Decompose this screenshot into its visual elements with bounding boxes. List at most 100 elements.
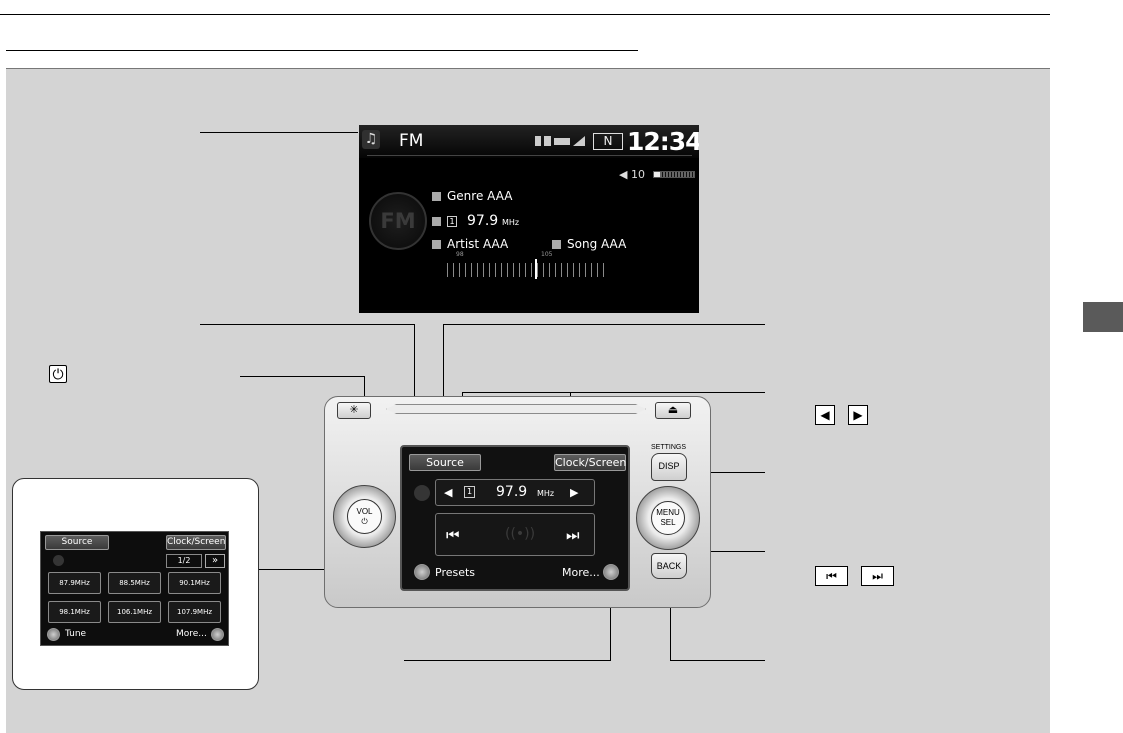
callout-line-source-v xyxy=(414,324,415,444)
inset-more-round-button[interactable] xyxy=(211,628,224,641)
callout-line-vol xyxy=(240,376,365,377)
callout-line-more-v xyxy=(610,580,611,661)
volume-value: 10 xyxy=(630,168,645,181)
menu-label: MENU xyxy=(656,508,680,517)
scale-low-label: 98 xyxy=(456,251,464,258)
back-button[interactable]: BACK xyxy=(651,553,687,579)
preset-button[interactable]: 107.9MHz xyxy=(168,601,221,623)
tune-buttons-legend: ◀ ▶ xyxy=(815,405,868,425)
scale-high-label: 105 xyxy=(541,251,553,258)
genre-row: Genre AAA xyxy=(432,189,512,203)
vol-label: VOL xyxy=(356,506,373,516)
seek-back-icon: ⏮ xyxy=(815,566,848,586)
chapter-tab xyxy=(1083,302,1123,332)
artist-row: Artist AAA xyxy=(432,237,508,251)
frequency-unit: MHz xyxy=(502,218,520,227)
callout-line-display xyxy=(200,132,358,133)
inset-source-button[interactable]: Source xyxy=(45,535,109,550)
tuner-needle xyxy=(535,259,537,279)
tuner-scale xyxy=(447,263,607,277)
status-icons xyxy=(535,136,587,146)
preset-button[interactable]: 106.1MHz xyxy=(108,601,161,623)
source-button[interactable]: Source xyxy=(409,454,481,471)
presets-label: Presets xyxy=(435,566,476,579)
genre-text: Genre AAA xyxy=(447,189,513,203)
cd-slot xyxy=(386,404,646,414)
preset-button[interactable]: 98.1MHz xyxy=(48,601,101,623)
volume-knob[interactable]: VOL ⏻ xyxy=(333,485,396,548)
sel-label: SEL xyxy=(660,518,676,527)
selector-knob[interactable]: MENU SEL xyxy=(636,486,700,550)
volume-bar-fill xyxy=(654,172,660,177)
presets-screen: Source Clock/Screen 1/2 » 87.9MHz 88.5MH… xyxy=(40,531,229,646)
right-arrow-icon: ▶ xyxy=(848,405,868,425)
preset-number: 1 xyxy=(464,486,475,498)
preset-number: 1 xyxy=(447,216,457,227)
callout-line-back-v xyxy=(670,580,671,661)
preset-button[interactable]: 88.5MHz xyxy=(108,572,161,594)
fm-logo: FM xyxy=(369,192,427,250)
page-indicator: 1/2 xyxy=(166,554,202,568)
disp-button[interactable]: DISP xyxy=(651,453,687,481)
more-round-button[interactable] xyxy=(603,564,619,580)
tune-label: Tune xyxy=(65,629,87,639)
next-page-button[interactable]: » xyxy=(205,554,225,568)
seek-buttons-legend: ⏮ ⏭ xyxy=(815,566,894,586)
tune-right-button[interactable]: ▶ xyxy=(570,486,579,499)
preset-button[interactable]: 87.9MHz xyxy=(48,572,101,594)
status-bar xyxy=(359,125,699,158)
callout-line-back xyxy=(670,660,765,661)
station-logo-icon xyxy=(414,485,430,501)
inset-station-icon xyxy=(53,555,64,566)
clock: 12:34 xyxy=(627,127,699,156)
signal-wave-icon: ((•)) xyxy=(505,526,536,542)
callout-line-source xyxy=(200,324,415,325)
power-button[interactable]: VOL ⏻ xyxy=(347,499,382,534)
seek-back-button[interactable]: ⏮ xyxy=(446,526,460,544)
status-divider xyxy=(367,155,692,156)
callout-line-disp xyxy=(669,472,765,473)
tune-left-button[interactable]: ◀ xyxy=(444,486,453,499)
eject-button[interactable]: ⏏ xyxy=(655,402,691,419)
song-text: Song AAA xyxy=(567,237,627,251)
menu-sel-button[interactable]: MENU SEL xyxy=(651,501,685,535)
touchscreen: Source Clock/Screen ◀ 1 97.9 MHz ▶ ⏮ ((•… xyxy=(400,445,630,591)
header-rule xyxy=(0,14,1050,15)
left-arrow-icon: ◀ xyxy=(815,405,835,425)
power-icon: ⏻ xyxy=(361,516,368,526)
callout-line-source-btn xyxy=(443,324,765,325)
source-title: FM xyxy=(399,131,424,151)
signal-icon xyxy=(573,136,585,146)
volume-readout: ◀ 10 xyxy=(619,168,645,181)
volume-bar xyxy=(653,171,695,178)
callout-line-source-btn-v xyxy=(443,324,444,446)
genre-icon xyxy=(432,192,441,201)
callout-line-tune xyxy=(462,392,765,393)
battery-icon xyxy=(554,138,570,145)
inset-more-label: More... xyxy=(176,629,207,639)
inset-clock-screen-button[interactable]: Clock/Screen xyxy=(166,535,226,550)
seek-forward-icon: ⏭ xyxy=(861,566,894,586)
more-label: More... xyxy=(562,566,600,579)
seek-forward-button[interactable]: ⏭ xyxy=(566,526,580,544)
music-note-icon: ♫ xyxy=(362,130,380,149)
tune-round-button[interactable] xyxy=(47,628,60,641)
song-row: Song AAA xyxy=(552,237,626,251)
clock-screen-button[interactable]: Clock/Screen xyxy=(554,454,627,471)
artist-text: Artist AAA xyxy=(447,237,509,251)
song-icon xyxy=(552,240,561,249)
asterisk-button[interactable]: ✳ xyxy=(337,402,371,419)
frequency-unit: MHz xyxy=(537,489,555,498)
tune-bar: ◀ 1 97.9 MHz ▶ xyxy=(435,479,595,506)
hfl-badge: N xyxy=(593,133,623,150)
callout-line-more xyxy=(404,660,611,661)
settings-label: SETTINGS xyxy=(651,444,687,451)
frequency-value: 97.9 xyxy=(496,484,528,500)
bluetooth-icon xyxy=(535,136,541,146)
seek-panel: ⏮ ((•)) ⏭ xyxy=(435,513,595,556)
presets-round-button[interactable] xyxy=(414,564,430,580)
preset-button[interactable]: 90.1MHz xyxy=(168,572,221,594)
station-icon xyxy=(432,217,441,226)
